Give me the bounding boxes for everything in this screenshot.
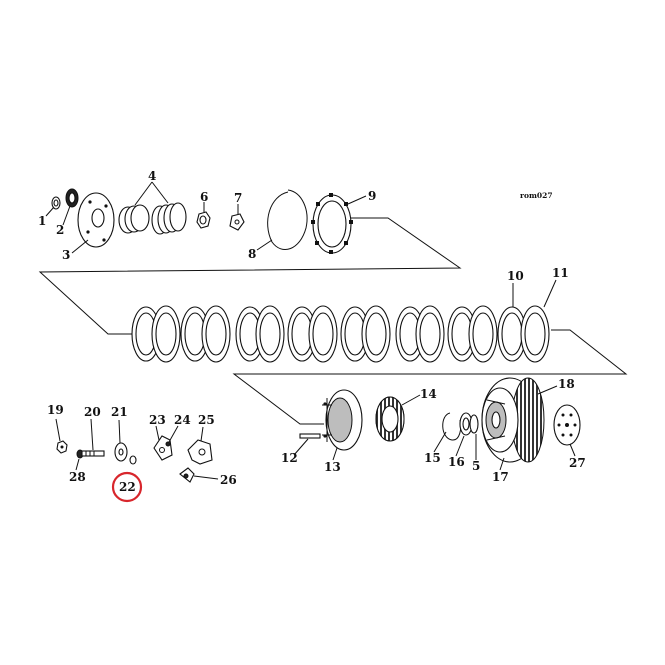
part-14-spline-hub[interactable] — [375, 396, 405, 442]
label-19: 19 — [47, 403, 64, 417]
label-24: 24 — [174, 413, 191, 427]
label-23: 23 — [149, 413, 166, 427]
part-4-springs[interactable] — [118, 202, 187, 235]
hardware-leaders — [55, 418, 219, 480]
label-10: 10 — [507, 269, 524, 283]
part-22-small-washer[interactable] — [129, 455, 137, 465]
label-4: 4 — [148, 169, 156, 183]
part-1-nut[interactable] — [51, 196, 61, 210]
label-28: 28 — [69, 470, 86, 484]
part-2-bearing[interactable] — [65, 188, 79, 208]
highlight-circle — [111, 471, 143, 503]
label-15: 15 — [424, 451, 441, 465]
part-5-seal[interactable] — [469, 414, 479, 434]
part-7-lock-plate[interactable] — [229, 213, 245, 231]
top-to-plates-bracket — [38, 217, 462, 335]
label-22: 22 — [119, 480, 136, 494]
part-26-retainer[interactable] — [179, 467, 195, 483]
top-row-leaders — [45, 181, 367, 254]
part-23-release-ramp[interactable] — [153, 435, 173, 461]
part-6-adjuster-nut[interactable] — [196, 211, 211, 229]
label-18: 18 — [558, 377, 575, 391]
clutch-plate-stack[interactable] — [131, 305, 550, 363]
reference-code: rom027 — [520, 191, 553, 200]
part-20-screw[interactable] — [81, 450, 105, 457]
part-3-pressure-plate[interactable] — [77, 192, 115, 248]
part-24-ball[interactable] — [165, 441, 171, 447]
label-3: 3 — [62, 248, 70, 262]
label-25: 25 — [198, 413, 215, 427]
label-21: 21 — [111, 405, 128, 419]
part-8-retaining-ring[interactable] — [267, 189, 308, 251]
part-17-clutch-basket[interactable] — [481, 377, 545, 463]
part-15-snap-ring[interactable] — [442, 412, 462, 441]
part-16-bearing[interactable] — [459, 412, 473, 436]
label-7: 7 — [234, 191, 242, 205]
label-11: 11 — [552, 266, 569, 280]
label-9: 9 — [368, 189, 376, 203]
part-19-nut[interactable] — [56, 440, 68, 454]
label-13: 13 — [324, 460, 341, 474]
part-number-labels: 1 2 3 4 6 7 8 9 10 11 12 13 14 15 16 5 1… — [38, 169, 586, 494]
plate-row-leaders — [512, 279, 557, 308]
label-20: 20 — [84, 405, 101, 419]
hub-leaders — [293, 385, 576, 471]
part-13-clutch-hub[interactable] — [322, 389, 363, 451]
label-14: 14 — [420, 387, 437, 401]
label-2: 2 — [56, 223, 64, 237]
part-25-release-lever[interactable] — [187, 439, 213, 465]
part-9-spring-plate[interactable] — [311, 193, 353, 254]
label-16: 16 — [448, 455, 465, 469]
part-12-stud[interactable] — [299, 433, 321, 439]
part-27-lock-plate[interactable] — [553, 404, 581, 446]
label-12: 12 — [281, 451, 298, 465]
label-26: 26 — [220, 473, 237, 487]
part-21-washer[interactable] — [114, 442, 128, 462]
label-17: 17 — [492, 470, 509, 484]
label-27: 27 — [569, 456, 586, 470]
label-8: 8 — [248, 247, 256, 261]
label-5: 5 — [472, 459, 480, 473]
label-1: 1 — [38, 214, 46, 228]
plates-to-hub-bracket — [232, 329, 628, 425]
label-6: 6 — [200, 190, 208, 204]
